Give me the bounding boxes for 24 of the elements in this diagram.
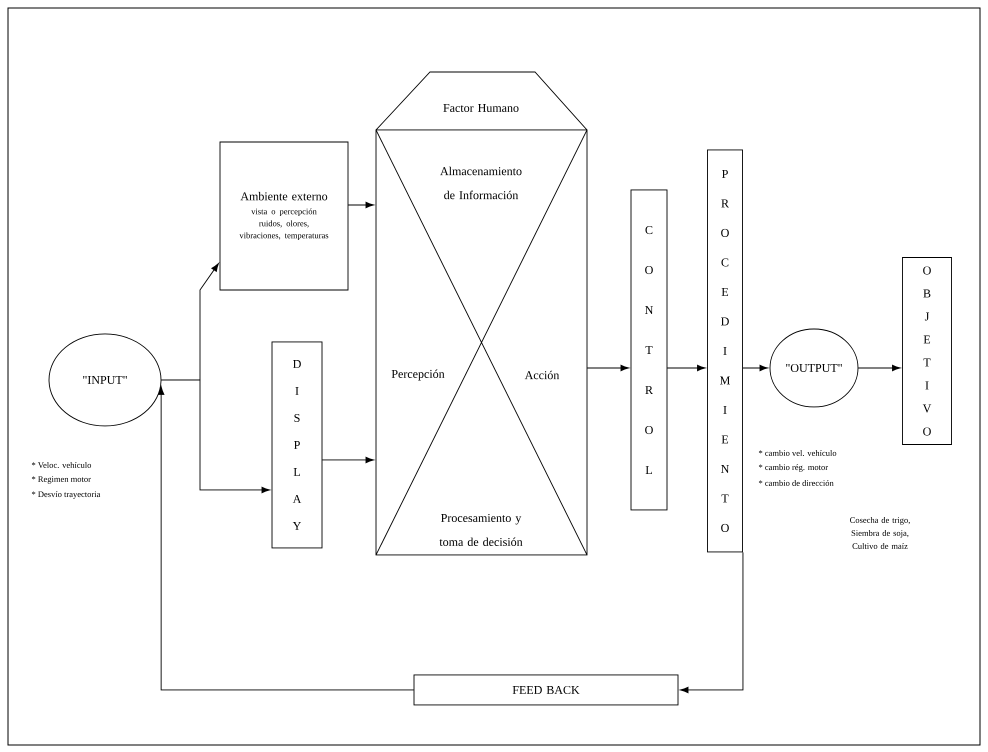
note-text: * Veloc. vehículo [32,462,92,468]
arrow [742,364,768,372]
arrow [161,380,270,494]
arrow [348,202,374,208]
feedback-box: FEED BACK [414,674,678,706]
note-text: * cambio rég. motor [758,464,828,472]
node-label: Factor Humano [443,104,519,112]
arrow [667,364,706,372]
note-text: * cambio vel. vehículo [758,450,836,456]
note-text: * cambio de dirección [758,480,834,486]
arrow [322,456,374,464]
arrow [158,386,414,690]
arrow [858,364,901,372]
note-text: * Regimen motor [32,476,91,484]
objective-box: OBJETIVO [902,257,952,445]
environment-box: Ambiente externo vista o percepción ruidos, olores, vibraciones, temperaturas [220,142,348,290]
display-box: DISPLAY [272,342,322,548]
arrow [587,364,630,372]
arrow [680,552,744,694]
procedure-box: PROCEDIMIENTO [707,150,743,552]
note-text: Cosecha de trigo, Siembra de soja, Cultivo de maíz [850,517,910,549]
control-box: CONTROL [630,190,668,510]
human-factor-block: Factor Humano Almacenamiento de Información Percepción Acción Procesamiento y toma de decisión [376,72,588,556]
note-text: * Desvío trayectoria [32,491,100,499]
